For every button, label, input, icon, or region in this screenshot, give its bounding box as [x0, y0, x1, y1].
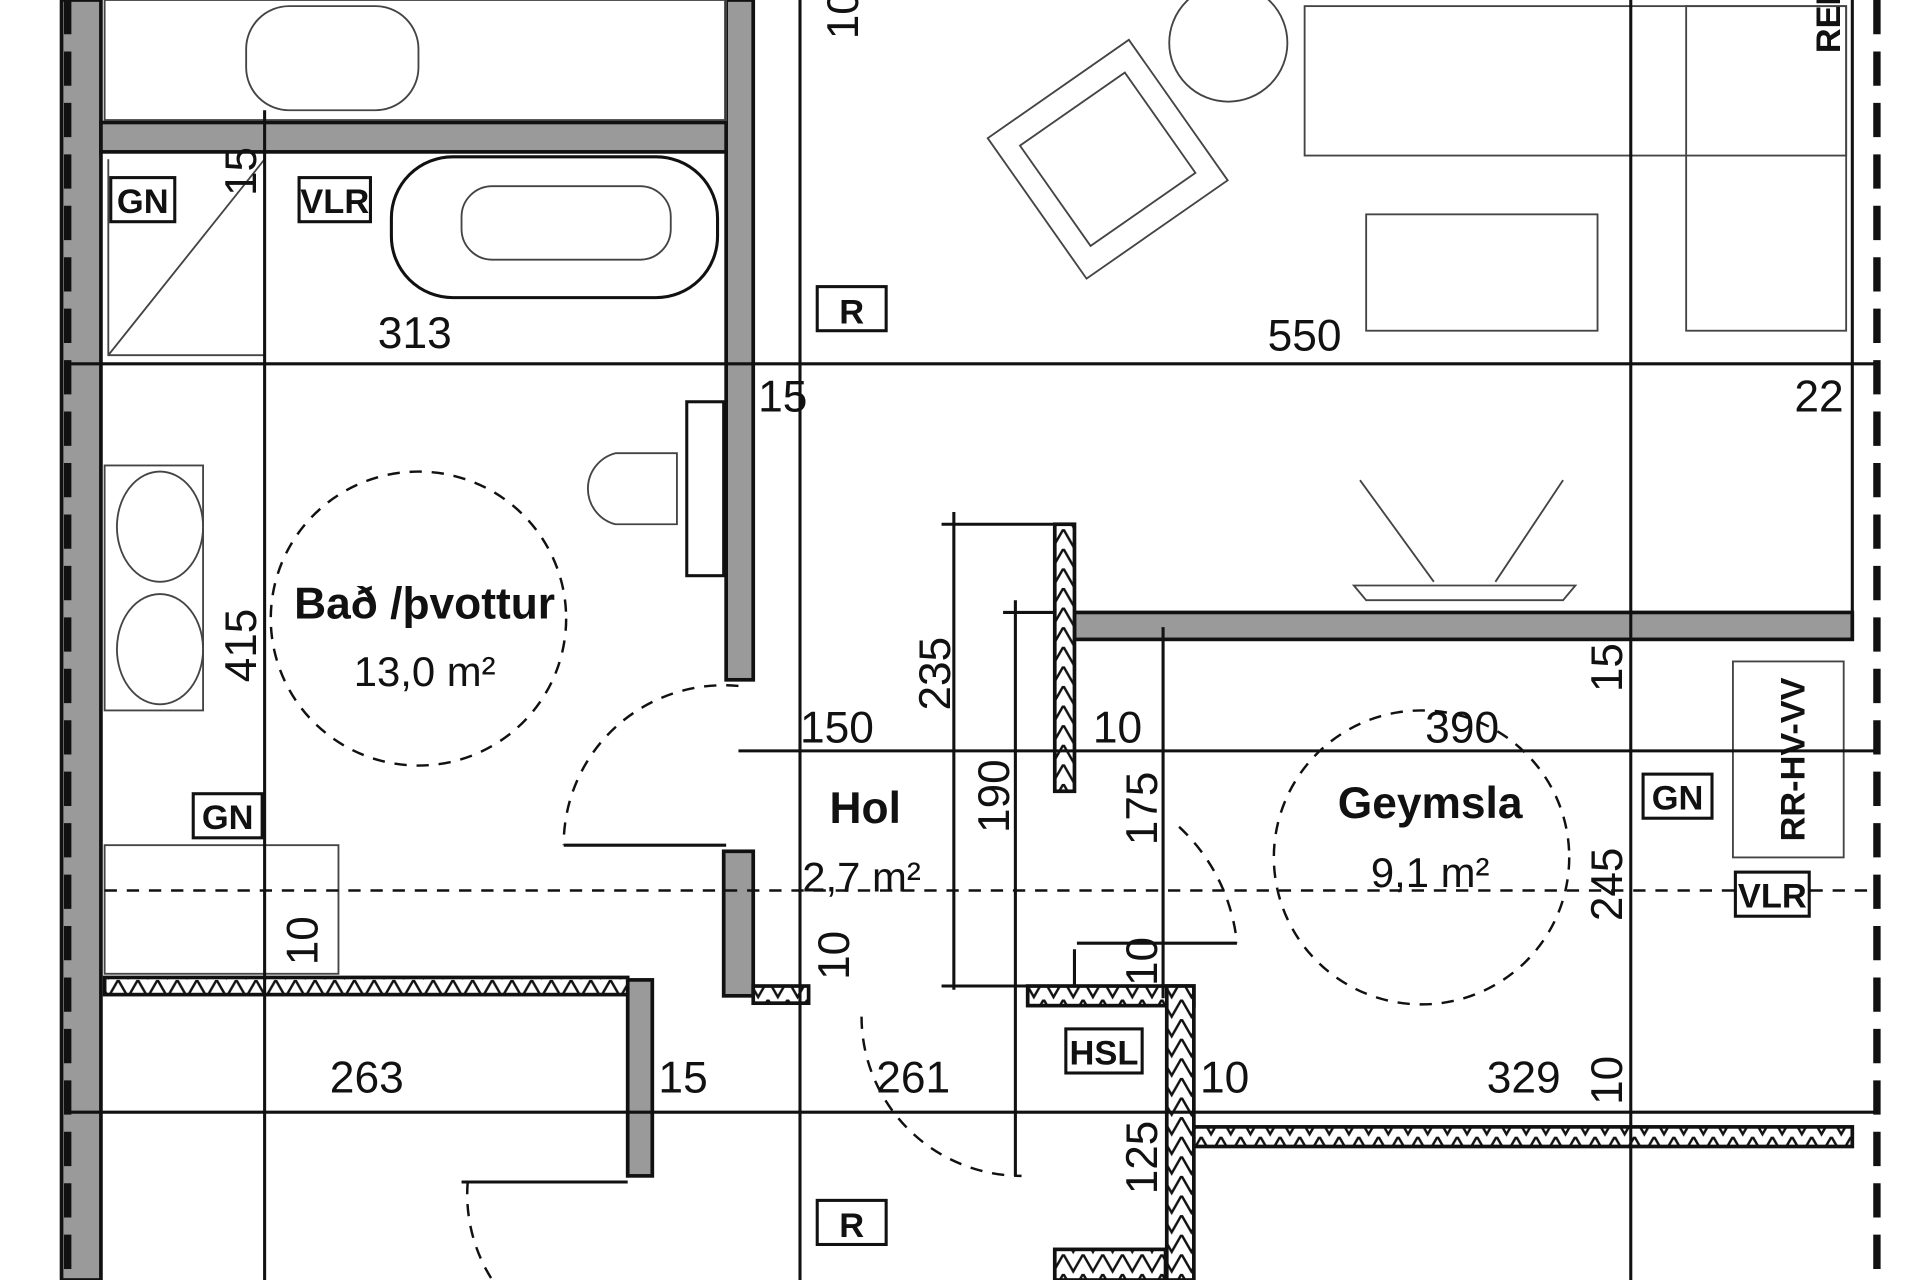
dim-label: 10 — [819, 0, 868, 39]
room-name-storage: Geymsla — [1338, 779, 1523, 828]
toilet — [586, 452, 678, 526]
dim-label: 10 — [1200, 1054, 1249, 1103]
tag-label: GN — [202, 799, 254, 837]
sofa — [1303, 5, 1848, 157]
side-table — [1168, 0, 1289, 103]
dim-label: 15 — [658, 1054, 707, 1103]
tag-label: R — [839, 293, 864, 331]
tag-label: VLR — [300, 183, 369, 221]
dim-label: 263 — [330, 1054, 404, 1103]
tag-label: GN — [117, 183, 169, 221]
dim-label: 245 — [1583, 848, 1632, 922]
armchair — [986, 38, 1229, 280]
tag-label: RR-HV-VV — [1774, 677, 1812, 841]
dim-label: 150 — [800, 703, 874, 752]
dimension-labels: 313 550 15 22 15 415 235 150 10 390 15 1… — [217, 0, 1844, 1194]
dim-label: 10 — [810, 931, 859, 980]
dim-label: 190 — [970, 759, 1019, 833]
tv-lamp — [1351, 479, 1578, 602]
tag-label: REI — [1810, 0, 1848, 53]
tag-label: VLR — [1738, 878, 1807, 916]
dim-label: 175 — [1118, 772, 1167, 846]
interior-walls — [99, 0, 1855, 1280]
dim-label: 125 — [1118, 1121, 1167, 1195]
door-swings — [104, 470, 1877, 1280]
dim-label: 22 — [1794, 373, 1843, 422]
dim-label: 15 — [1583, 643, 1632, 692]
fixtures — [103, 0, 1848, 975]
room-area-storage: 9,1 m² — [1371, 849, 1490, 896]
room-name-bath: Bað /þvottur — [294, 580, 555, 629]
dim-label: 390 — [1425, 703, 1499, 752]
bathtub — [389, 155, 720, 300]
dim-label: 313 — [378, 309, 452, 358]
tag-label: GN — [1652, 780, 1704, 818]
dim-label: 10 — [278, 916, 327, 965]
dim-label: 261 — [876, 1054, 950, 1103]
washer-dryer — [103, 844, 340, 975]
toilet-tank — [685, 400, 726, 578]
coffee-table — [1365, 213, 1599, 332]
dim-label: 10 — [1118, 937, 1167, 986]
dim-label: 550 — [1268, 311, 1342, 360]
dim-label: 329 — [1487, 1054, 1561, 1103]
equipment-tags: GN VLR R GN GN VLR HSL R RR-HV-VV REI — [109, 0, 1848, 1247]
double-sink — [103, 464, 205, 712]
kitchen-sink — [245, 5, 420, 112]
dim-label: 415 — [217, 609, 266, 683]
meter-cabinet — [1732, 660, 1845, 859]
tag-label: R — [839, 1207, 864, 1245]
dim-label: 10 — [1583, 1056, 1632, 1105]
dim-label: 15 — [758, 373, 807, 422]
room-area-hall: 2,7 m² — [802, 854, 921, 901]
dim-label: 235 — [911, 637, 960, 711]
tag-label: HSL — [1070, 1034, 1139, 1072]
room-name-hall: Hol — [830, 784, 901, 833]
room-area-bath: 13,0 m² — [354, 648, 496, 695]
outer-walls — [59, 0, 1881, 1280]
shower — [107, 158, 266, 357]
dimension-lines — [67, 0, 1877, 1280]
dim-label: 10 — [1093, 703, 1142, 752]
dim-label: 15 — [217, 147, 266, 196]
